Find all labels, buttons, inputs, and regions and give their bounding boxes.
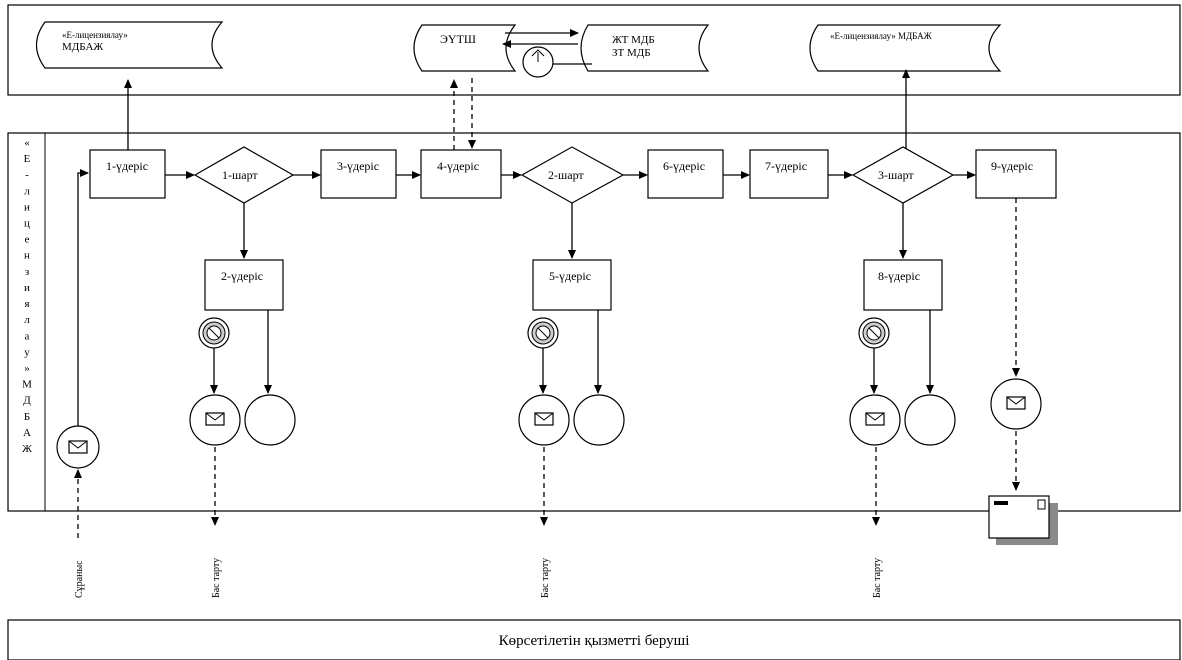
lane-title-char: з <box>25 266 29 278</box>
process-3-label: 3-үдеріс <box>337 159 379 173</box>
condition-1-label: 1-шарт <box>222 168 258 182</box>
process-5-label: 5-үдеріс <box>549 269 591 283</box>
process-6-label: 6-үдеріс <box>663 159 705 173</box>
no-entry-icon <box>527 317 559 349</box>
lane-title-char: » <box>24 363 30 375</box>
database-icon: ЭҮТШ <box>413 24 517 72</box>
process-7: 7-үдеріс <box>749 149 829 199</box>
lane-title-char: Б <box>24 411 30 423</box>
db-right-label-1: ЖТ МДБ <box>612 34 655 46</box>
end-event-2 <box>573 394 625 446</box>
lane-title-char: Д <box>23 395 31 407</box>
lane-title-char: ц <box>24 218 30 230</box>
envelope-icon <box>205 412 225 426</box>
condition-2-label: 2-шарт <box>548 168 584 182</box>
request-label: Сұраныс <box>74 560 85 598</box>
process-2: 2-үдеріс <box>204 259 284 311</box>
process-4-label: 4-үдеріс <box>437 159 479 173</box>
condition-2: 2-шарт <box>520 146 625 204</box>
process-9-label: 9-үдеріс <box>991 159 1033 173</box>
reject-label-1: Бас тарту <box>211 558 222 598</box>
db-left-label-2: МДБАЖ <box>62 41 103 53</box>
db-right-label-2: ЗТ МДБ <box>612 47 651 59</box>
middle-lane <box>7 132 1181 512</box>
lane-title-char: е <box>25 234 30 246</box>
top-lane <box>7 4 1181 96</box>
envelope-icon <box>1006 396 1026 410</box>
process-5: 5-үдеріс <box>532 259 612 311</box>
database-icon: «Е-лицензиялау» МДБАЖ <box>35 21 224 69</box>
connector-arrow-icon <box>531 49 545 62</box>
database-icon: ЖТ МДБ ЗТ МДБ <box>580 24 710 72</box>
condition-3: 3-шарт <box>851 146 955 204</box>
lane-title-char: у <box>24 346 30 358</box>
condition-1: 1-шарт <box>193 146 295 204</box>
flow-request-p1 <box>77 169 89 426</box>
db-left-label-1: «Е-лицензиялау» <box>62 30 128 40</box>
process-3: 3-үдеріс <box>320 149 397 199</box>
envelope-icon <box>865 412 885 426</box>
document-icon <box>988 495 1058 545</box>
envelope-icon <box>68 440 88 454</box>
lane-title-char: М <box>22 379 32 391</box>
db-far-right-label: «Е-лицензиялау» МДБАЖ <box>830 31 933 41</box>
end-event-3 <box>904 394 956 446</box>
envelope-icon <box>534 412 554 426</box>
lane-title-char: и <box>24 201 30 213</box>
reject-label-3: Бас тарту <box>872 558 883 598</box>
lane-title-char: н <box>24 250 30 262</box>
no-entry-icon <box>858 317 890 349</box>
database-icon: «Е-лицензиялау» МДБАЖ <box>809 24 1002 72</box>
process-7-label: 7-үдеріс <box>765 159 807 173</box>
lane-title-char: Е <box>24 153 31 165</box>
process-9: 9-үдеріс <box>975 149 1057 199</box>
lane-title-char: а <box>25 330 30 342</box>
lane-title-char: - <box>25 169 29 181</box>
condition-3-label: 3-шарт <box>878 168 914 182</box>
process-8-label: 8-үдеріс <box>878 269 920 283</box>
process-2-label: 2-үдеріс <box>221 269 263 283</box>
lane-title-char: Ж <box>22 443 32 455</box>
reject-label-2: Бас тарту <box>540 558 551 598</box>
process-6: 6-үдеріс <box>647 149 724 199</box>
lane-title-char: А <box>23 427 31 439</box>
db-center-label: ЭҮТШ <box>440 32 476 46</box>
lane-title-char: и <box>24 282 30 294</box>
end-event-1 <box>244 394 296 446</box>
process-1-label: 1-үдеріс <box>106 159 148 173</box>
bottom-lane <box>7 619 1181 660</box>
process-4: 4-үдеріс <box>420 149 502 199</box>
process-1: 1-үдеріс <box>89 149 166 199</box>
process-8: 8-үдеріс <box>863 259 943 311</box>
lane-title-char: л <box>24 314 30 326</box>
middle-lane-title: «Е-лицензиялау»МДБАЖ <box>22 137 32 455</box>
bottom-lane-title: Көрсетілетін қызметті беруші <box>499 633 690 649</box>
lane-title-char: « <box>24 137 30 149</box>
no-entry-icon <box>198 317 230 349</box>
lane-title-char: л <box>24 185 30 197</box>
lane-title-char: я <box>24 298 29 310</box>
